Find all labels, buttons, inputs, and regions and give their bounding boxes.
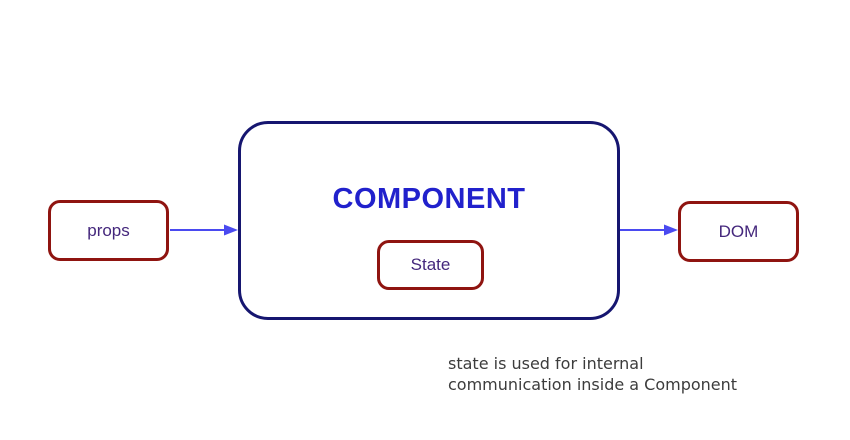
state-label: State <box>410 255 451 274</box>
state-box: State <box>377 240 484 290</box>
props-to-component-arrow <box>170 224 238 236</box>
component-label: COMPONENT <box>332 183 526 215</box>
caption-line-2: communication inside a Component <box>448 375 738 394</box>
component-to-dom-arrow <box>620 224 678 236</box>
caption: state is used for internal communication… <box>448 353 737 395</box>
caption-line-1: state is used for internal <box>448 354 644 373</box>
component-box: COMPONENT State <box>238 121 620 320</box>
dom-label: DOM <box>718 221 759 241</box>
props-box: props <box>48 200 169 261</box>
dom-box: DOM <box>678 201 799 262</box>
props-label: props <box>87 220 130 240</box>
